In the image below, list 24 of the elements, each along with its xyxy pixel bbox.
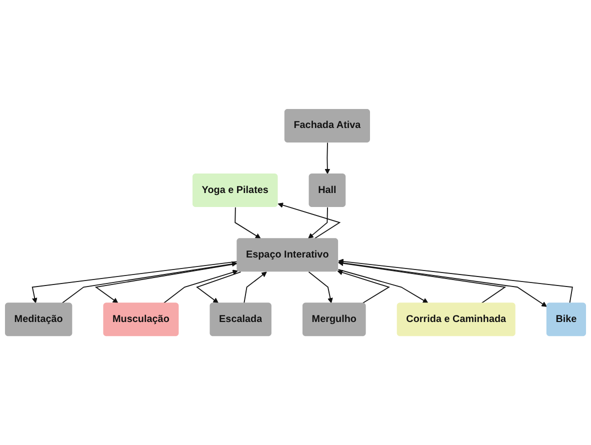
arrow <box>308 206 328 239</box>
arrow <box>94 263 238 304</box>
arrow <box>338 268 428 304</box>
node-box: Corrida e Caminhada <box>396 302 516 336</box>
arrow <box>244 272 267 304</box>
node-box: Yoga e Pilates <box>192 173 278 207</box>
arrow <box>337 270 390 304</box>
node-box: Musculação <box>103 302 179 336</box>
arrow <box>278 202 341 239</box>
node-box: Mergulho <box>302 302 366 336</box>
arrow <box>163 270 238 304</box>
arrow <box>234 206 261 239</box>
arrow <box>338 260 506 304</box>
node-box: Hall <box>308 173 346 207</box>
node-box: Bike <box>546 302 586 336</box>
arrow <box>338 262 547 307</box>
arrow <box>196 271 242 304</box>
node-box: Escalada <box>210 302 272 336</box>
node-box: Meditação <box>4 302 72 336</box>
arrow <box>338 258 573 304</box>
arrow <box>324 142 330 174</box>
arrow <box>308 271 333 304</box>
node-box: Espaço Interativo <box>236 238 338 272</box>
node-box: Fachada Ativa <box>284 108 370 142</box>
